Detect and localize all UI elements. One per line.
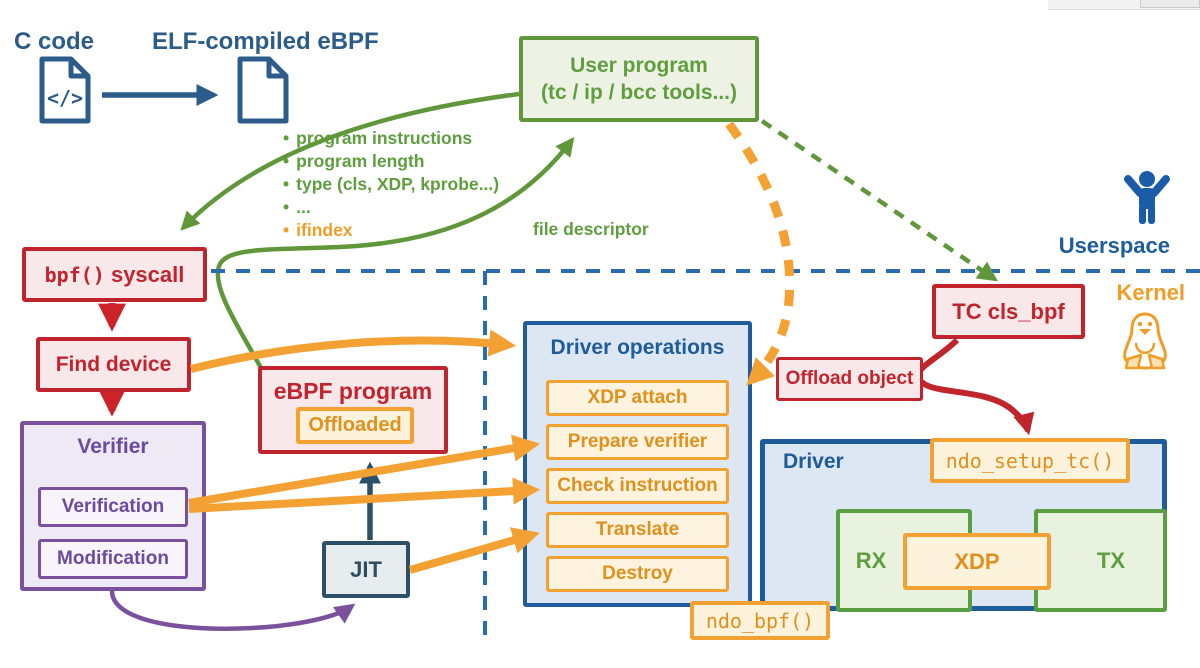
offloaded-badge: Offloaded: [296, 407, 414, 444]
tx-label: TX: [1096, 548, 1126, 573]
bpf-syscall-text: syscall: [104, 261, 185, 287]
userspace-label: Userspace: [1058, 233, 1170, 258]
arrow-userprogram-to-tcclsbpf: [760, 119, 999, 282]
op-xdp-attach: XDP attach: [546, 380, 729, 416]
tc-cls-bpf-node: TC cls_bpf: [932, 284, 1085, 339]
arrow-tcclsbpf-to-ndosetuptc: [915, 337, 1035, 436]
bullet-icon: •: [283, 220, 290, 240]
arrow-jit-to-translate: [408, 527, 540, 574]
verification-node: Verification: [38, 487, 188, 527]
c-code-label: C code: [14, 28, 95, 55]
ndo-setup-tc-node: ndo_setup_tc(): [930, 438, 1130, 483]
op-prepare-verifier: Prepare verifier: [546, 424, 729, 460]
modification-node: Modification: [38, 539, 188, 579]
list-item: program length: [296, 151, 425, 171]
syscall-args-list: • program instructions • program length • t…: [283, 127, 499, 242]
user-program-subtitle: (tc / ip / bcc tools...): [540, 81, 737, 104]
rx-label: RX: [855, 548, 887, 573]
list-item: ...: [296, 197, 311, 217]
ebpf-program-title: eBPF program: [273, 378, 433, 404]
ndo-bpf-node: ndo_bpf(): [690, 601, 830, 640]
list-item: type (cls, XDP, kprobe...): [296, 174, 500, 194]
op-check-instruction: Check instruction: [546, 468, 729, 504]
bullet-icon: •: [283, 197, 290, 217]
xdp-node: XDP: [903, 533, 1051, 590]
offload-object-node: Offload object: [776, 357, 923, 401]
kernel-label: Kernel: [1116, 280, 1185, 305]
find-device-node: Find device: [36, 337, 191, 392]
bullet-icon: •: [283, 128, 290, 148]
elf-compiled-label: ELF-compiled eBPF: [152, 28, 379, 55]
linux-tux-icon: [1123, 312, 1167, 370]
code-glyph: </>: [47, 86, 83, 110]
tx-node: [1034, 509, 1167, 612]
user-program-title: User program: [570, 54, 708, 77]
file-descriptor-label: file descriptor: [533, 219, 649, 239]
bpf-syscall-mono: bpf(): [44, 262, 105, 287]
arrow-finddevice-to-driverops: [190, 329, 517, 373]
arrow-verifier-to-jit: [109, 590, 356, 631]
bpf-syscall-node: bpf() syscall: [22, 247, 207, 302]
bullet-icon: •: [283, 174, 290, 194]
op-destroy: Destroy: [546, 556, 729, 592]
verifier-title: Verifier: [77, 435, 149, 458]
user-person-icon: [1124, 171, 1170, 224]
arrow-verification-to-checkinstruction: [188, 477, 541, 513]
bullet-icon: •: [283, 151, 290, 171]
elf-file-icon: [237, 56, 289, 124]
c-code-file-icon: </>: [39, 56, 91, 124]
driver-operations-title: Driver operations: [550, 336, 725, 359]
browser-chrome-button-fragment: [1140, 0, 1200, 8]
driver-title: Driver: [783, 450, 844, 473]
list-item: program instructions: [296, 128, 473, 148]
op-translate: Translate: [546, 512, 729, 548]
user-program-node: User program (tc / ip / bcc tools...): [519, 36, 759, 122]
list-item-ifindex: ifindex: [296, 220, 353, 240]
jit-node: JIT: [322, 541, 410, 598]
browser-chrome-fragment: [1048, 0, 1200, 10]
